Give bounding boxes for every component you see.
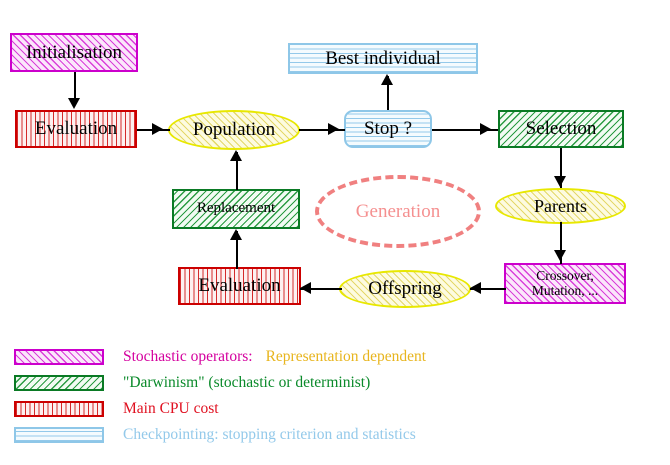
- edge-replacement-to-population: [236, 152, 238, 190]
- node-label-crossover-line1: Crossover,: [536, 268, 594, 284]
- node-initialisation[interactable]: Initialisation: [10, 33, 138, 72]
- node-label-evaluation-top: Evaluation: [34, 118, 118, 140]
- node-label-population: Population: [192, 119, 276, 141]
- arrowhead-population-to-stop: [328, 123, 339, 135]
- node-stop[interactable]: Stop ?: [344, 110, 432, 148]
- node-replacement[interactable]: Replacement: [172, 189, 300, 229]
- arrowhead-initialisation-to-evaluation: [68, 98, 80, 109]
- node-label-replacement: Replacement: [196, 200, 276, 217]
- legend-row-stochastic: Stochastic operators: Representation dep…: [14, 346, 426, 368]
- arrowhead-offspring-to-evaluation: [300, 282, 311, 294]
- arrowhead-selection-to-parents: [554, 176, 566, 187]
- arrowhead-replacement-to-population: [230, 150, 242, 161]
- edge-crossover-to-offspring: [470, 288, 506, 290]
- node-parents[interactable]: Parents: [495, 188, 626, 224]
- legend-label-stochastic-primary: Stochastic operators:: [123, 348, 253, 365]
- node-selection[interactable]: Selection: [498, 110, 624, 148]
- node-label-generation: Generation: [355, 200, 441, 222]
- node-generation: Generation: [315, 175, 481, 248]
- edge-population-to-stop: [299, 129, 345, 131]
- legend-row-cpu-cost: Main CPU cost: [14, 398, 219, 420]
- legend-swatch-magenta-diagonal-hatch: [14, 349, 104, 365]
- legend-swatch-green-diagonal-hatch: [14, 375, 104, 391]
- edge-initialisation-to-evaluation: [74, 72, 76, 102]
- node-evaluation-top[interactable]: Evaluation: [15, 110, 137, 148]
- node-label-crossover-line2: Mutation, ...: [531, 282, 599, 298]
- legend-row-checkpointing: Checkpointing: stopping criterion and st…: [14, 424, 416, 446]
- legend-label-darwinism: "Darwinism" (stochastic or determinist): [123, 374, 371, 391]
- legend-label-stochastic-secondary: Representation dependent: [265, 348, 427, 365]
- legend-swatch-blue-horizontal-hatch: [14, 427, 104, 443]
- arrowhead-evaluation-to-population: [152, 123, 163, 135]
- node-label-selection: Selection: [525, 118, 597, 140]
- node-evaluation-bottom[interactable]: Evaluation: [178, 267, 301, 305]
- node-best-individual[interactable]: Best individual: [288, 43, 478, 74]
- node-offspring[interactable]: Offspring: [339, 270, 471, 308]
- edge-parents-to-crossover: [560, 222, 562, 264]
- legend-label-cpu-cost: Main CPU cost: [123, 400, 219, 417]
- node-label-stop: Stop ?: [363, 118, 413, 140]
- node-label-best-individual: Best individual: [325, 47, 441, 69]
- arrowhead-evaluation-to-replacement: [230, 229, 242, 240]
- edge-stop-to-best-individual: [387, 76, 389, 110]
- arrowhead-stop-to-best-individual: [381, 74, 393, 85]
- arrowhead-parents-to-crossover: [554, 250, 566, 261]
- edge-offspring-to-evaluation: [300, 288, 342, 290]
- edge-stop-to-selection: [432, 129, 498, 131]
- node-population[interactable]: Population: [168, 110, 300, 150]
- legend-label-checkpointing: Checkpointing: stopping criterion and st…: [123, 426, 416, 443]
- arrowhead-stop-to-selection: [480, 123, 491, 135]
- node-label-evaluation-bottom: Evaluation: [198, 275, 281, 297]
- edge-evaluation-to-replacement: [236, 231, 238, 269]
- edge-selection-to-parents: [560, 148, 562, 188]
- arrowhead-crossover-to-offspring: [470, 282, 481, 294]
- node-label-offspring: Offspring: [368, 278, 442, 300]
- legend-swatch-red-vertical-hatch: [14, 401, 104, 417]
- node-label-initialisation: Initialisation: [25, 41, 123, 63]
- legend-row-darwinism: "Darwinism" (stochastic or determinist): [14, 372, 370, 394]
- node-crossover-mutation[interactable]: Crossover, Mutation, ...: [504, 263, 626, 304]
- node-label-parents: Parents: [534, 195, 587, 216]
